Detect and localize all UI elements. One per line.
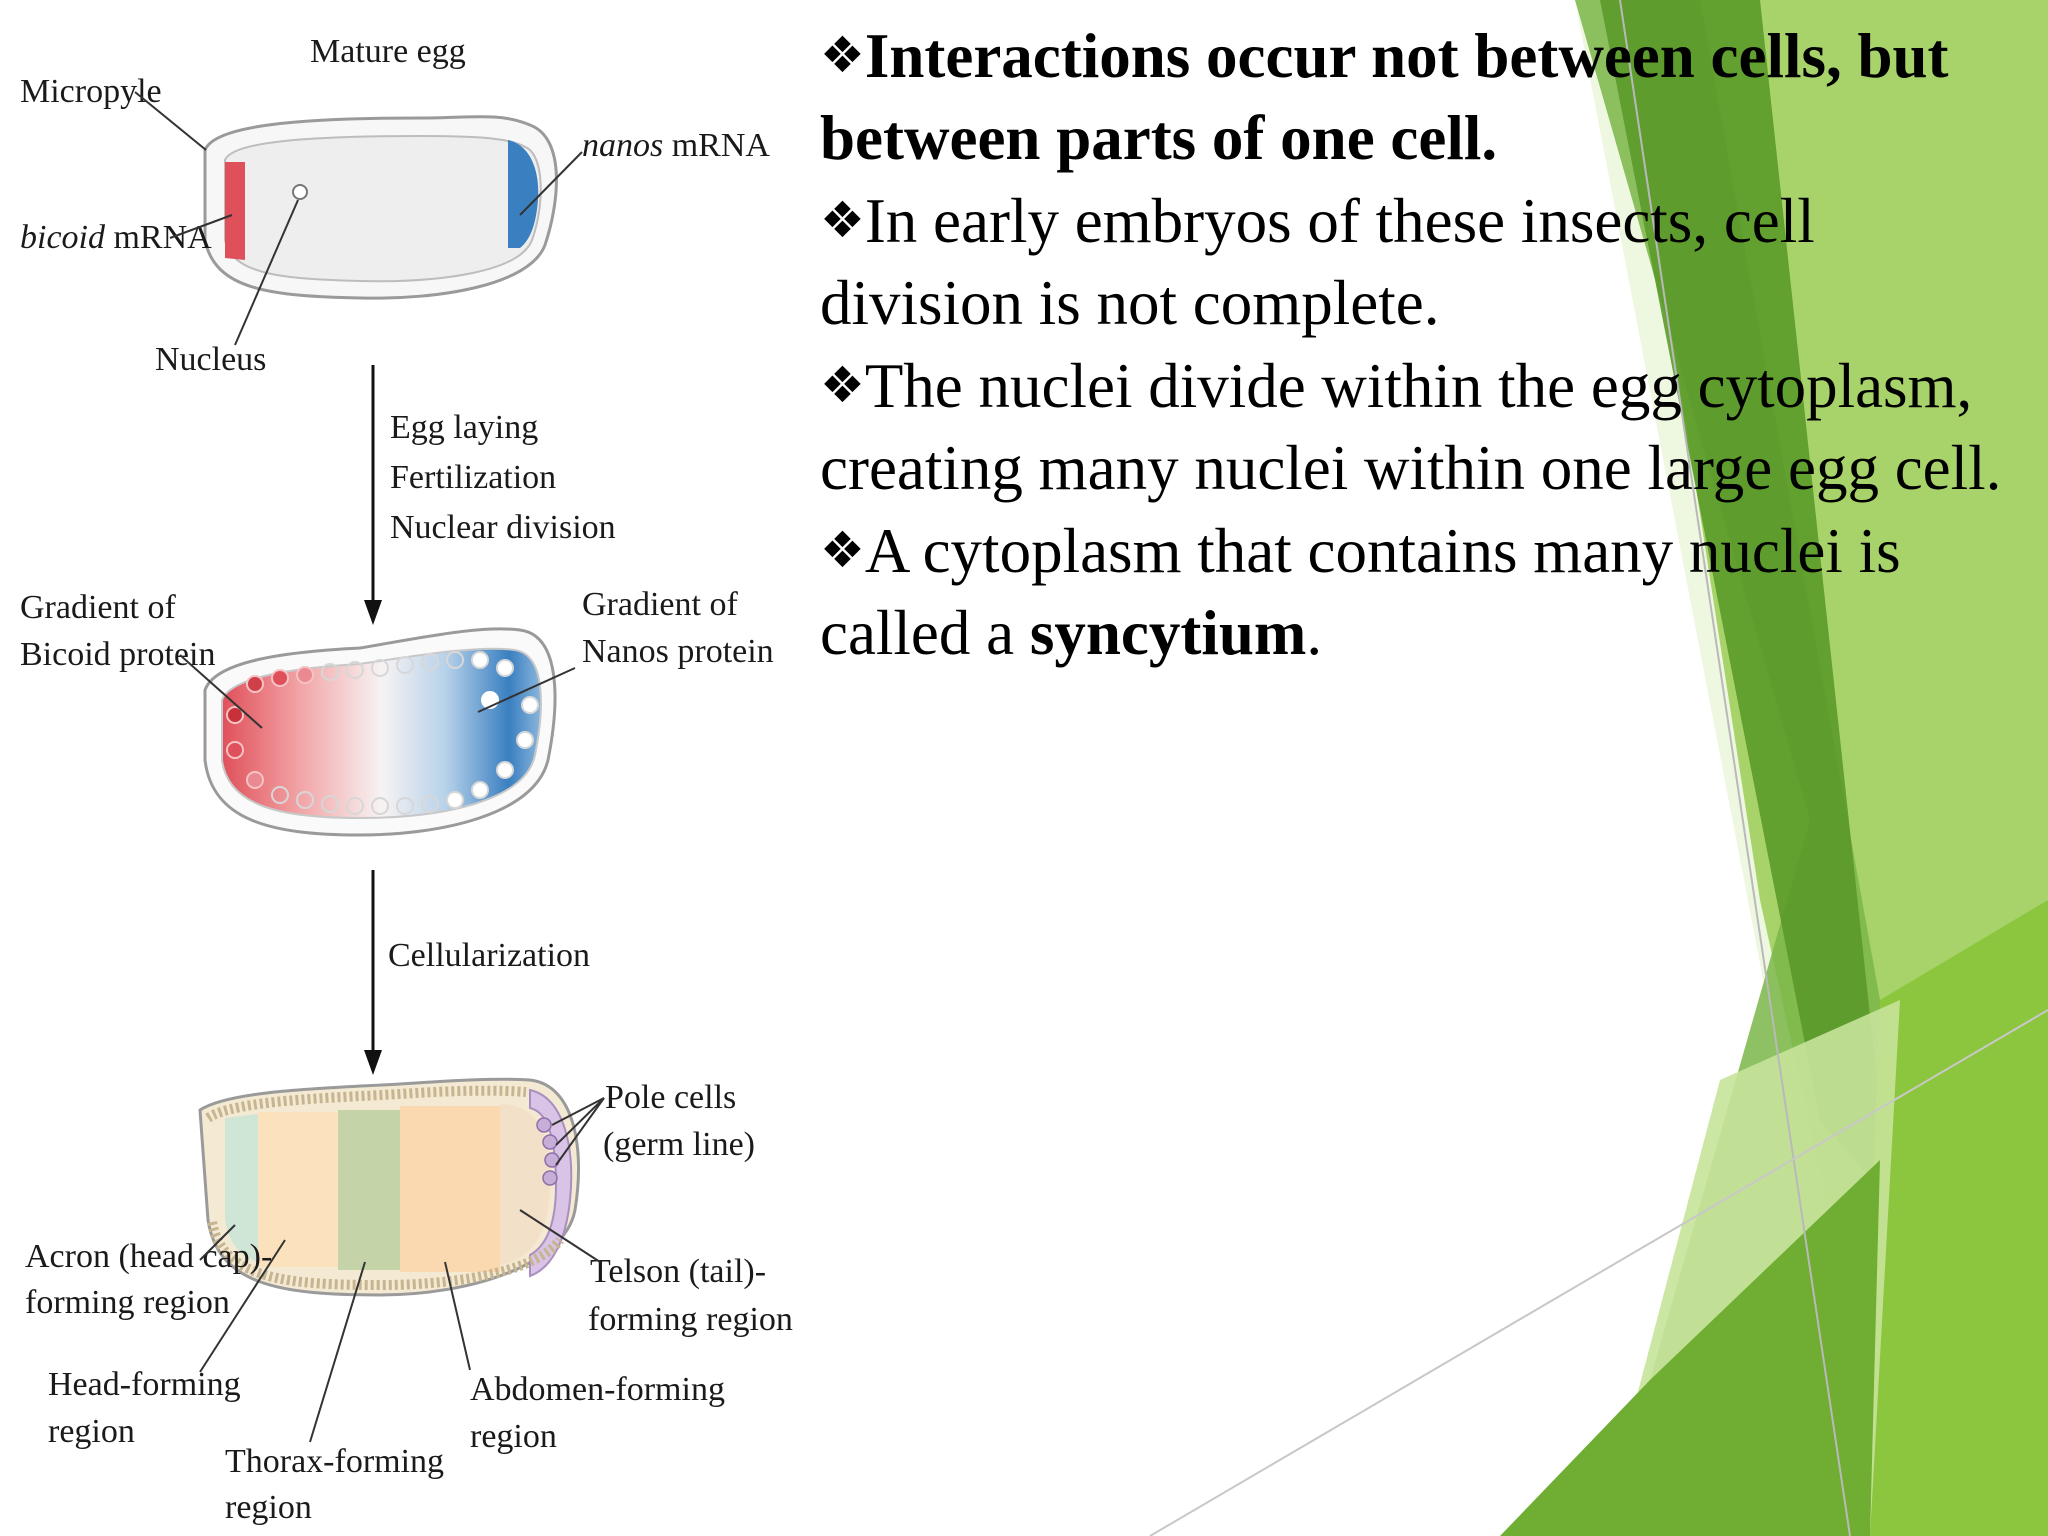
telson-label-2: forming region [588,1301,793,1338]
head-label-1: Head-forming [48,1366,241,1403]
protein-gradient [221,647,542,820]
egg-nucleus [292,184,308,200]
bullet-item: ❖Interactions occur not between cells, b… [820,14,2020,179]
bullet-item: ❖The nuclei divide within the egg cytopl… [820,344,2020,509]
fertilization-label: Fertilization [390,459,556,496]
nanos-gradient-label-2: Nanos protein [582,633,774,670]
abdomen-label-1: Abdomen-forming [470,1371,725,1408]
bicoid-mrna-label: bicoid mRNA [20,219,212,256]
nucleus-label: Nucleus [155,341,266,378]
pole-cells-label-1: Pole cells [605,1079,736,1116]
micropyle-label: Micropyle [20,73,162,110]
cellularization-label: Cellularization [388,937,590,974]
thorax-label-1: Thorax-forming [225,1443,444,1480]
syncytial-nuclei [226,651,539,815]
bullet-text-bold: Interactions occur not between cells, bu… [820,21,1949,173]
telson-label-1: Telson (tail)- [590,1253,766,1290]
pole-cells [536,1117,560,1186]
nuclear-division-label: Nuclear division [390,509,616,546]
head-label-2: region [48,1413,135,1450]
mature-egg-label: Mature egg [310,33,466,70]
bicoid-mrna-mark [225,162,245,260]
drosophila-embryo-diagram: Mature egg Micropyle nanos mRNA bicoid m… [20,33,793,1526]
bullet-item: ❖A cytoplasm that contains many nuclei i… [820,509,2020,674]
diamond-bullet-icon: ❖ [820,26,865,84]
egg-laying-label: Egg laying [390,409,538,446]
abdomen-label-2: region [470,1418,557,1455]
acron-label-1: Acron (head cap)- [25,1238,272,1275]
diamond-bullet-icon: ❖ [820,356,865,414]
bullet-text: The nuclei divide within the egg cytopla… [820,351,2002,503]
bullet-list: ❖Interactions occur not between cells, b… [820,14,2020,674]
bullet-text: A cytoplasm that contains many nuclei is… [820,516,1901,668]
cellular-regions [225,1088,573,1278]
bicoid-gradient-label-2: Bicoid protein [20,636,215,673]
pole-cells-label-2: (germ line) [603,1126,755,1163]
bullet-item: ❖In early embryos of these insects, cell… [820,179,2020,344]
bullet-text-bold: syncytium [1029,598,1307,668]
bullet-text: . [1306,598,1323,668]
diamond-bullet-icon: ❖ [820,191,865,249]
thorax-label-2: region [225,1489,312,1526]
nanos-gradient-label-1: Gradient of [582,586,738,623]
bicoid-gradient-label-1: Gradient of [20,589,176,626]
nanos-mrna-mark [508,140,539,248]
diamond-bullet-icon: ❖ [820,521,865,579]
acron-label-2: forming region [25,1284,230,1321]
bullet-text: In early embryos of these insects, cell … [820,186,1815,338]
nanos-mrna-label: nanos mRNA [582,127,770,164]
mature-egg-inner [224,134,542,283]
